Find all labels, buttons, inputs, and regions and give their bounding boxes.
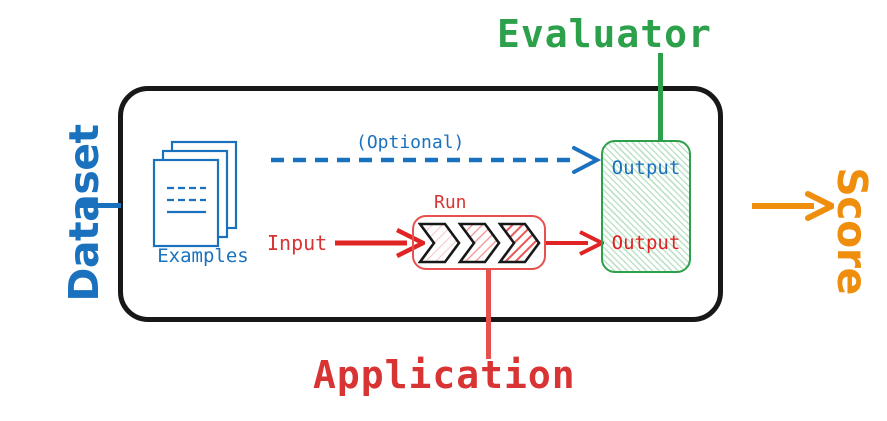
evaluator-connector-line [658,53,663,142]
run-label: Run [434,192,467,213]
dataset-label: Dataset [60,124,108,302]
examples-label: Examples [157,245,249,267]
output-label-input: Output [611,157,681,179]
application-label: Application [313,353,576,397]
score-label: Score [828,167,876,295]
triple-chevron-icon [417,219,542,271]
run-output-arrow-icon [546,228,607,262]
evaluator-label: Evaluator [497,12,712,56]
output-box [601,140,691,273]
examples-icon [150,138,260,268]
run-box [412,215,546,270]
optional-arrow-icon [271,145,602,179]
optional-label: (Optional) [356,132,465,153]
dataset-connector-line [79,203,121,208]
application-connector-line [486,268,491,359]
input-arrow-icon [335,227,429,262]
input-label: Input [267,231,328,255]
score-arrow-icon [752,190,839,226]
output-label-prediction: Output [611,232,681,254]
